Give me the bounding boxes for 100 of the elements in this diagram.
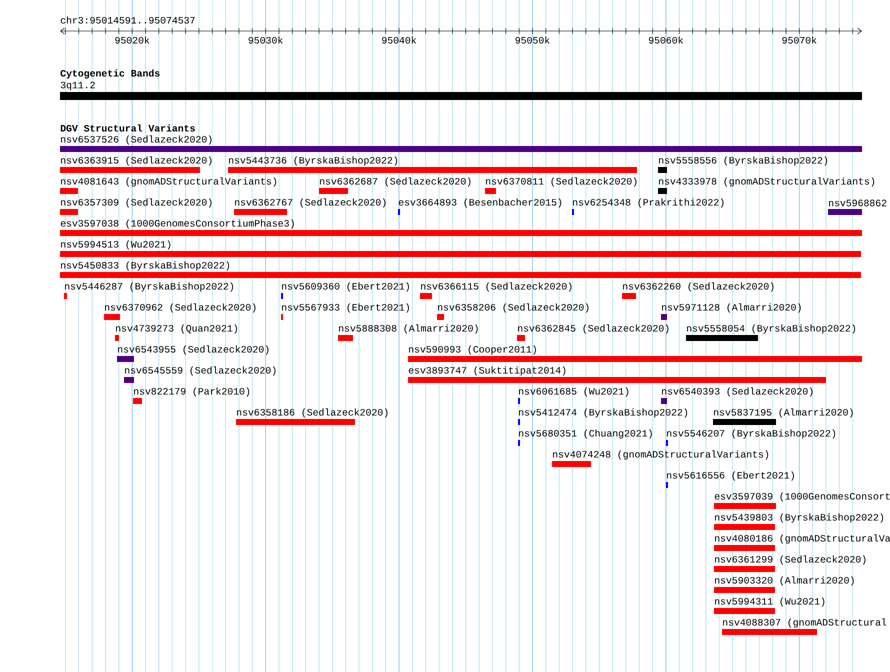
variant-feature: nsv5567933 (Ebert2021): [281, 303, 409, 320]
variant-feature: nsv590993 (Cooper2011): [408, 345, 862, 362]
node-label: nsv6362845 (Sedlazeck2020): [518, 324, 668, 334]
variant-feature: nsv5968862: [828, 200, 886, 215]
variant-feature: esv3597039 (1000GenomesConsort: [714, 492, 890, 509]
tick-label: 95020k: [115, 36, 150, 44]
node-label: nsv5616556 (Ebert2021): [667, 471, 794, 481]
node-label: nsv6361299 (Sedlazeck2020): [715, 555, 866, 565]
variant-feature: nsv5903320 (Almarri2020): [714, 576, 854, 593]
track-heading: Cytogenetic Bands: [60, 69, 160, 79]
variant-feature: nsv5994513 (Wu2021): [60, 240, 861, 257]
node-label: nsv6362687 (Sedlazeck2020): [320, 177, 470, 187]
node-label: nsv6061685 (Wu2021): [519, 387, 628, 397]
variant-feature: nsv6362767 (Sedlazeck2020): [234, 198, 386, 215]
node-label: nsv4074248 (gnomADStructuralVariants): [553, 450, 768, 460]
variant-feature: nsv6362845 (Sedlazeck2020): [517, 324, 668, 341]
variant-feature: nsv5994311 (Wu2021): [714, 597, 824, 614]
node-label: nsv5446287 (ByrskaBishop2022): [65, 282, 234, 292]
node-label: nsv4081643 (gnomADStructuralVariants): [61, 177, 276, 187]
variant-feature: nsv822179 (Park2010): [133, 387, 250, 404]
node-label: nsv5971128 (Almarri2020): [662, 303, 801, 313]
variant-feature: nsv4333978 (gnomADStructuralVariants): [658, 177, 874, 194]
node-label: nsv5450833 (ByrskaBishop2022): [61, 261, 230, 271]
variant-feature: nsv4081643 (gnomADStructuralVariants): [60, 177, 276, 194]
node-label: nsv5903320 (Almarri2020): [715, 576, 854, 586]
variant-feature: nsv6357309 (Sedlazeck2020): [60, 198, 212, 215]
tick-label: 95070k: [782, 36, 816, 44]
node-label: nsv4088307 (gnomADStructural: [723, 618, 886, 628]
node-label: nsv6357309 (Sedlazeck2020): [61, 198, 212, 208]
variant-feature: nsv4739273 (Quan2021): [115, 324, 238, 341]
node-label: nsv6537526 (Sedlazeck2020): [61, 135, 212, 145]
variant-feature: nsv6358206 (Sedlazeck2020): [437, 303, 588, 320]
variant-feature: nsv5412474 (ByrskaBishop2022): [518, 408, 688, 425]
variant-feature: nsv6537526 (Sedlazeck2020): [60, 135, 862, 152]
variant-feature: nsv5558054 (ByrskaBishop2022): [686, 324, 856, 341]
node-label: nsv6254348 (Prakrithi2022): [573, 198, 724, 208]
node-label: nsv6543955 (Sedlazeck2020): [118, 345, 268, 355]
variant-feature: esv3893747 (Suktitipat2014): [408, 366, 826, 383]
variant-feature: nsv5446287 (ByrskaBishop2022): [64, 282, 234, 299]
track-heading: DGV Structural Variants: [60, 124, 195, 132]
node-label: nsv6358206 (Sedlazeck2020): [438, 303, 588, 313]
node-label: nsv5546207 (ByrskaBishop2022): [667, 429, 836, 439]
tick-label: 95030k: [248, 36, 283, 44]
variant-feature: nsv5546207 (ByrskaBishop2022): [666, 429, 836, 446]
variant-feature: nsv6361299 (Sedlazeck2020): [714, 555, 866, 572]
variant-feature: nsv6362260 (Sedlazeck2020): [622, 282, 774, 299]
variant-feature: nsv5450833 (ByrskaBishop2022): [60, 261, 861, 278]
node-label: nsv6540393 (Sedlazeck2020): [662, 387, 812, 397]
node-label: nsv4333978 (gnomADStructuralVariants): [659, 177, 874, 187]
node-label: nsv5558556 (ByrskaBishop2022): [659, 156, 828, 166]
node-label: nsv6358186 (Sedlazeck2020): [237, 408, 388, 418]
node-label: nsv590993 (Cooper2011): [409, 345, 536, 355]
variant-feature: nsv5888308 (Almarri2020): [338, 324, 478, 341]
variant-feature: nsv4088307 (gnomADStructural: [722, 618, 886, 635]
variant-feature: nsv6370811 (Sedlazeck2020): [485, 177, 636, 194]
node-label: nsv5558054 (ByrskaBishop2022): [687, 324, 856, 334]
variant-feature: nsv6254348 (Prakrithi2022): [572, 198, 724, 215]
node-label: nsv5567933 (Ebert2021): [282, 303, 409, 313]
node-label: nsv5888308 (Almarri2020): [339, 324, 478, 334]
variant-feature: nsv5439803 (ByrskaBishop2022): [714, 513, 884, 530]
node-label: nsv5439803 (ByrskaBishop2022): [715, 513, 884, 523]
node-label: esv3664893 (Besenbacher2015): [398, 198, 562, 208]
variant-feature: nsv6362687 (Sedlazeck2020): [319, 177, 470, 194]
tick-label: 95060k: [648, 36, 684, 44]
node-label: nsv6370962 (Sedlazeck2020): [105, 303, 256, 313]
node-label: nsv5680351 (Chuang2021): [519, 429, 652, 439]
node-label: nsv6366115 (Sedlazeck2020): [421, 282, 572, 292]
node-label: nsv5609360 (Ebert2021): [282, 282, 409, 292]
variant-feature: nsv6545559 (Sedlazeck2020): [124, 366, 276, 383]
variant-feature: nsv5616556 (Ebert2021): [666, 471, 794, 488]
node-label: nsv6545559 (Sedlazeck2020): [125, 366, 276, 376]
variant-feature: nsv4080186 (gnomADStructuralVa: [714, 534, 890, 551]
node-label: nsv5968862: [829, 200, 886, 206]
variant-feature: nsv5971128 (Almarri2020): [661, 303, 801, 320]
node-label: esv3893747 (Suktitipat2014): [408, 366, 566, 376]
node-label: nsv6370811 (Sedlazeck2020): [486, 177, 636, 187]
coordinate-range: chr3:95014591..95074537: [60, 16, 195, 24]
node-label: nsv822179 (Park2010): [134, 387, 250, 397]
variant-feature: nsv6543955 (Sedlazeck2020): [117, 345, 268, 362]
variant-feature: nsv5609360 (Ebert2021): [281, 282, 409, 299]
tick-label: 95050k: [516, 36, 550, 44]
tick-label: 95040k: [382, 36, 416, 44]
variant-feature: nsv6363915 (Sedlazeck2020): [60, 156, 212, 173]
variant-feature: nsv5680351 (Chuang2021): [518, 429, 652, 446]
node-label: nsv5443736 (ByrskaBishop2022): [229, 156, 398, 166]
variant-feature: nsv5443736 (ByrskaBishop2022): [228, 156, 637, 173]
variant-feature: nsv5837195 (Almarri2020): [713, 408, 853, 425]
variant-feature: nsv6358186 (Sedlazeck2020): [236, 408, 388, 425]
variant-feature: nsv4074248 (gnomADStructuralVariants): [552, 450, 768, 467]
node-label: nsv4739273 (Quan2021): [116, 324, 238, 334]
node-label: nsv5994311 (Wu2021): [715, 597, 824, 607]
node-label: nsv5994513 (Wu2021): [61, 240, 170, 250]
node-label: nsv6362767 (Sedlazeck2020): [235, 198, 386, 208]
node-label: 3q11.2: [60, 82, 95, 90]
variant-feature: nsv6540393 (Sedlazeck2020): [661, 387, 812, 404]
variant-feature: esv3664893 (Besenbacher2015): [398, 198, 562, 215]
variant-feature: nsv6370962 (Sedlazeck2020): [104, 303, 256, 320]
node-label: nsv4080186 (gnomADStructuralVa: [715, 534, 890, 544]
chromosome-band: 3q11.2: [60, 82, 862, 100]
variant-feature: esv3597038 (1000GenomesConsortiumPhase3): [60, 219, 862, 236]
